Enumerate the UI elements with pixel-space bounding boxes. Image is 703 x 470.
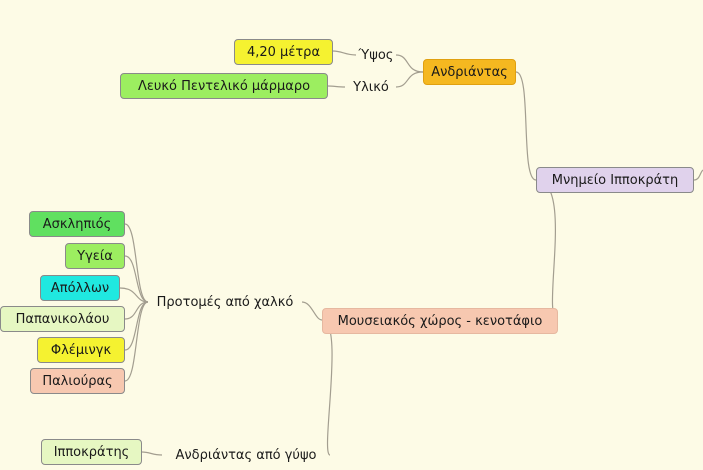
leaf-ippokratis[interactable]: Ιπποκράτης xyxy=(41,439,142,465)
branch-mouseiakos-choros[interactable]: Μουσειακός χώρος - κενοτάφιο xyxy=(322,308,558,334)
link-root-andriantas xyxy=(515,71,537,181)
leaf-asklipios[interactable]: Ασκληπιός xyxy=(29,211,125,237)
link-ypsos-value xyxy=(332,50,357,56)
link-protomes-palioyras xyxy=(124,301,149,382)
link-root-mouseiakos xyxy=(535,179,559,321)
branch-andriantas[interactable]: Ανδριάντας xyxy=(423,59,516,85)
leaf-ygeia[interactable]: Υγεία xyxy=(65,243,125,269)
link-protomes-asklipios xyxy=(124,223,149,303)
link-mouseiakos-protomes xyxy=(301,301,323,321)
leaf-papanikolaou[interactable]: Παπανικολάου xyxy=(0,306,125,332)
leaf-palioyras[interactable]: Παλιούρας xyxy=(30,368,125,394)
link-gypsos-ippokratis xyxy=(141,451,163,456)
leaf-apollon[interactable]: Απόλλων xyxy=(40,275,120,301)
link-protomes-ygeia xyxy=(124,255,149,303)
link-root-offscreen xyxy=(693,169,703,181)
link-andriantas-yliko xyxy=(395,71,424,88)
subtopic-protomes-apo-chalko[interactable]: Προτομές από χαλκό xyxy=(156,294,294,310)
value-yliko[interactable]: Λευκό Πεντελικό μάρμαρο xyxy=(120,73,328,99)
attribute-ypsos[interactable]: Ύψος xyxy=(358,47,394,63)
root-node-mnimeio-ippokrati[interactable]: Μνημείο Ιπποκράτη xyxy=(536,167,694,193)
leaf-fleming[interactable]: Φλέμινγκ xyxy=(37,337,125,363)
subtopic-andriantas-apo-gypso[interactable]: Ανδριάντας από γύψο xyxy=(175,447,317,463)
link-protomes-apollon xyxy=(119,287,149,303)
link-andriantas-ypsos xyxy=(395,54,424,73)
link-mouseiakos-gypsos xyxy=(321,319,333,456)
value-ypsos[interactable]: 4,20 μέτρα xyxy=(234,39,333,65)
attribute-yliko[interactable]: Υλικό xyxy=(353,79,389,95)
link-yliko-value xyxy=(327,85,346,88)
